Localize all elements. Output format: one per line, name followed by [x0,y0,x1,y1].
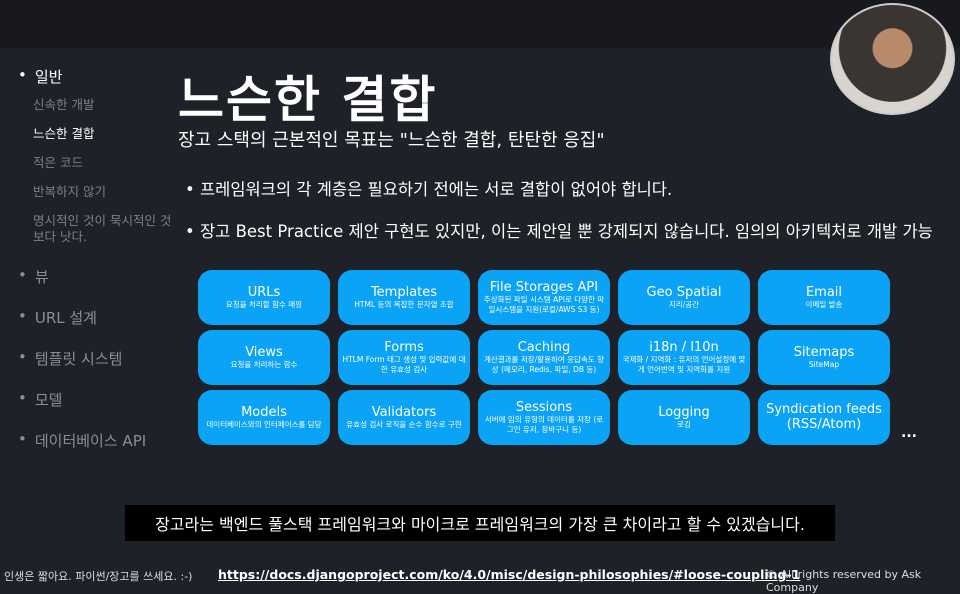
nav-section-url[interactable]: •URL 설계 [18,307,97,328]
card-desc: (RSS/Atom) [786,416,862,432]
footer-motto: 인생은 짧아요. 파이썬/장고를 쓰세요. :-) [4,570,193,583]
card-desc: 이메일 발송 [805,300,843,310]
card-desc: 계산결과를 저장/활용하여 응답속도 향상 (메모리, Redis, 파일, D… [483,355,605,374]
top-bar [0,0,960,48]
card-title: File Storages API [489,280,599,296]
nav-section-views[interactable]: •뷰 [18,266,49,287]
card-title: Validators [371,405,437,421]
bullet-text: 프레임워크의 각 계층은 필요하기 전에는 서로 결합이 없어야 합니다. [199,180,673,199]
nav-label: URL 설계 [34,309,97,328]
card-title: i18n / l10n [649,340,719,356]
card-title: Geo Spatial [646,285,722,301]
bullet-2: • 장고 Best Practice 제안 구현도 있지만, 이는 제안일 뿐 … [185,222,933,241]
nav-section-models[interactable]: •모델 [18,389,63,410]
card-title: Sessions [515,400,573,416]
more-indicator: ... [901,425,917,441]
card-desc: SiteMap [808,360,840,370]
bullet-1: • 프레임워크의 각 계층은 필요하기 전에는 서로 결합이 없어야 합니다. [185,180,673,199]
card-desc: HTLM Form 태그 생성 및 입력값에 대한 유효성 검사 [342,355,466,374]
card-title: Views [245,345,283,361]
footer-copyright: © All rights reserved by Ask Company [766,568,922,594]
nav-sub-less-code[interactable]: 적은 코드 [33,154,83,170]
card-title: Models [241,405,287,421]
card-title: Caching [517,340,571,356]
card-title: Email [805,285,843,301]
card-desc: 로깅 [677,420,691,430]
card-title: Sitemaps [793,345,855,361]
card-desc: 국제화 / 지역화 : 유저의 언어설정에 맞게 언어번역 및 지역화를 지원 [622,355,746,374]
card-desc: 요청을 처리할 함수 매핑 [225,300,303,310]
nav-sub-explicit[interactable]: 명시적인 것이 묵시적인 것보다 낫다. [33,212,172,245]
footer-link[interactable]: https://docs.djangoproject.com/ko/4.0/mi… [218,567,801,582]
slide-subtitle: 장고 스택의 근본적인 목표는 "느슨한 결합, 탄탄한 응집" [178,130,605,151]
nav-section-templates[interactable]: •템플릿 시스템 [18,348,123,369]
nav-label: 뷰 [34,268,49,287]
card-title: Templates [370,285,438,301]
video-caption: 장고라는 백엔드 풀스택 프레임워크와 마이크로 프레임워크의 가장 큰 차이라… [125,505,835,541]
card-desc: 요청을 처리하는 함수 [230,360,298,370]
nav-section-general[interactable]: •일반 [18,66,63,86]
nav-label: 모델 [34,391,63,410]
bullet-text: 장고 Best Practice 제안 구현도 있지만, 이는 제안일 뿐 강제… [199,222,933,241]
card-desc: 추상화된 파일 시스템 API로 다양한 파일시스템을 지원(로컬/AWS S3… [483,295,605,314]
nav-sub-loose-coupling[interactable]: 느슨한 결합 [33,125,95,141]
nav-label: 데이터베이스 API [34,432,147,451]
card-title: Logging [658,405,710,421]
card-desc: 데이터베이스와의 인터페이스를 담당 [206,420,322,430]
card-title: Forms [384,340,424,356]
webcam-overlay [830,3,955,115]
nav-label: 템플릿 시스템 [34,350,123,369]
component-card: Syndication feeds(RSS/Atom) [758,390,890,445]
nav-sub-dry[interactable]: 반복하지 않기 [33,183,106,199]
nav-section-db-api[interactable]: •데이터베이스 API [18,430,147,451]
card-desc: 서버에 임의 유형의 데이터를 저장 (로그인 유저, 장바구니 등) [484,415,604,434]
card-title: Syndication feeds [766,401,882,417]
sidebar-nav: •일반 신속한 개발 느슨한 결합 적은 코드 반복하지 않기 명시적인 것이 … [18,66,178,471]
card-title: URLs [247,285,281,301]
slide-title: 느슨한 결합 [178,71,438,129]
card-desc: 지리/공간 [668,300,700,310]
card-desc: 유효성 검사 로직을 순수 함수로 구현 [346,420,462,430]
card-desc: HTML 등의 복잡한 문자열 조합 [354,300,454,310]
nav-label: 일반 [34,68,63,86]
nav-sub-rapid-dev[interactable]: 신속한 개발 [33,97,95,112]
